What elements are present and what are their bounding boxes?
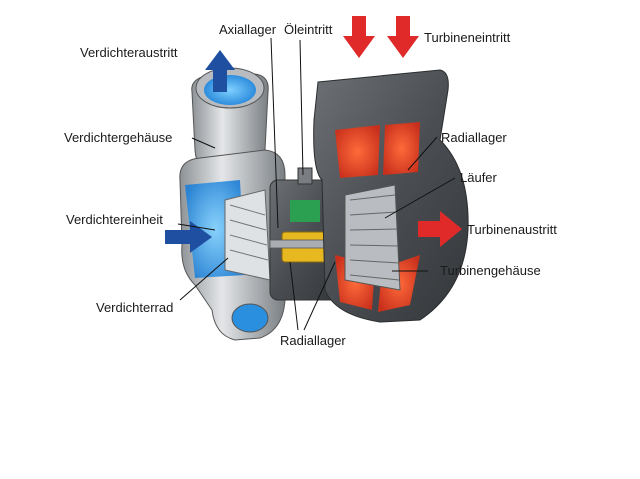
label-verdichteraustritt: Verdichteraustritt bbox=[80, 45, 178, 60]
turbine-wheel bbox=[344, 184, 401, 291]
label-turbineneintritt: Turbineneintritt bbox=[424, 30, 511, 45]
label-oeleintritt: Öleintritt bbox=[284, 22, 333, 37]
arrow-down-red-icon bbox=[343, 16, 375, 58]
compressor-wheel bbox=[224, 189, 271, 281]
arrow-down-red-icon bbox=[387, 16, 419, 58]
leader-lines bbox=[177, 37, 456, 331]
arrow-right-blue-icon bbox=[165, 221, 212, 253]
label-verdichtereinheit: Verdichtereinheit bbox=[66, 212, 163, 227]
arrow-right-red-icon bbox=[418, 211, 462, 247]
label-radiallager-top: Radiallager bbox=[441, 130, 507, 145]
label-verdichtergehaeuse: Verdichtergehäuse bbox=[64, 130, 173, 145]
label-axiallager: Axiallager bbox=[219, 22, 277, 37]
label-turbinenaustritt: Turbinenaustritt bbox=[467, 222, 557, 237]
label-radiallager-bottom: Radiallager bbox=[280, 333, 346, 348]
arrow-up-blue-icon bbox=[205, 50, 235, 92]
label-laeufer: Läufer bbox=[460, 170, 497, 185]
label-turbinengehaeuse: Turbinengehäuse bbox=[440, 263, 541, 278]
label-verdichterrad: Verdichterrad bbox=[96, 300, 174, 315]
